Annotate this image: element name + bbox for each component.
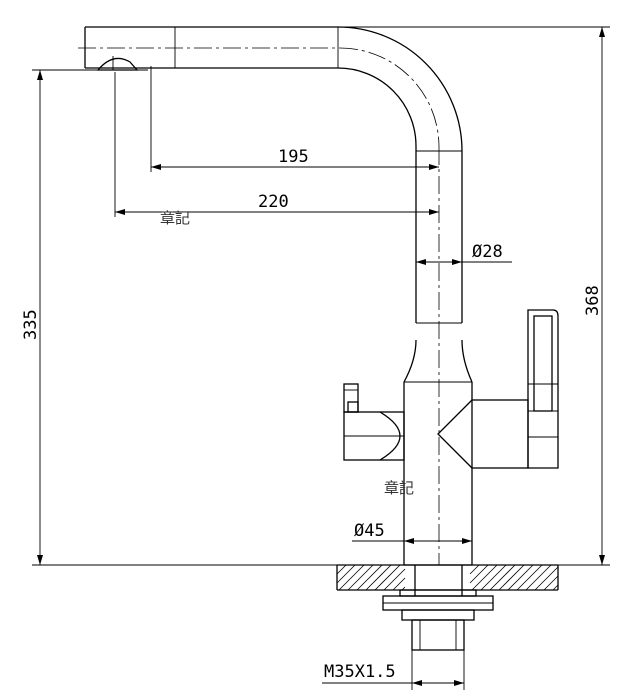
faucet-body bbox=[403, 339, 473, 566]
dimension-thread: M35X1.5 bbox=[322, 650, 465, 690]
dimension-368: 368 bbox=[340, 26, 610, 566]
spout-centerline bbox=[78, 47, 440, 565]
dimension-d28: Ø28 bbox=[416, 242, 512, 265]
dimension-d45-label: Ø45 bbox=[354, 521, 385, 541]
hatch-right bbox=[469, 564, 559, 591]
aerator-nozzle bbox=[96, 56, 148, 71]
dimension-220-label: 220 bbox=[258, 192, 289, 212]
dimension-195: 195 bbox=[150, 66, 439, 172]
watermark-upper: 章記 bbox=[160, 209, 190, 227]
hatch-left bbox=[336, 564, 406, 591]
dimension-d28-label: Ø28 bbox=[472, 242, 503, 262]
spout-arm bbox=[84, 26, 463, 324]
dimension-368-label: 368 bbox=[583, 285, 603, 316]
countertop-section bbox=[336, 564, 559, 591]
dimension-d45: Ø45 bbox=[352, 521, 472, 544]
mounting-shank bbox=[382, 565, 494, 651]
dimension-195-label: 195 bbox=[278, 147, 309, 167]
dimension-thread-label: M35X1.5 bbox=[324, 662, 396, 682]
left-handle bbox=[343, 383, 405, 461]
dimension-220: 220 bbox=[114, 72, 439, 217]
watermark-lower: 章記 bbox=[384, 479, 414, 497]
dimension-335: 335 bbox=[21, 69, 337, 566]
dimension-335-label: 335 bbox=[21, 309, 41, 340]
right-handle bbox=[437, 309, 559, 469]
